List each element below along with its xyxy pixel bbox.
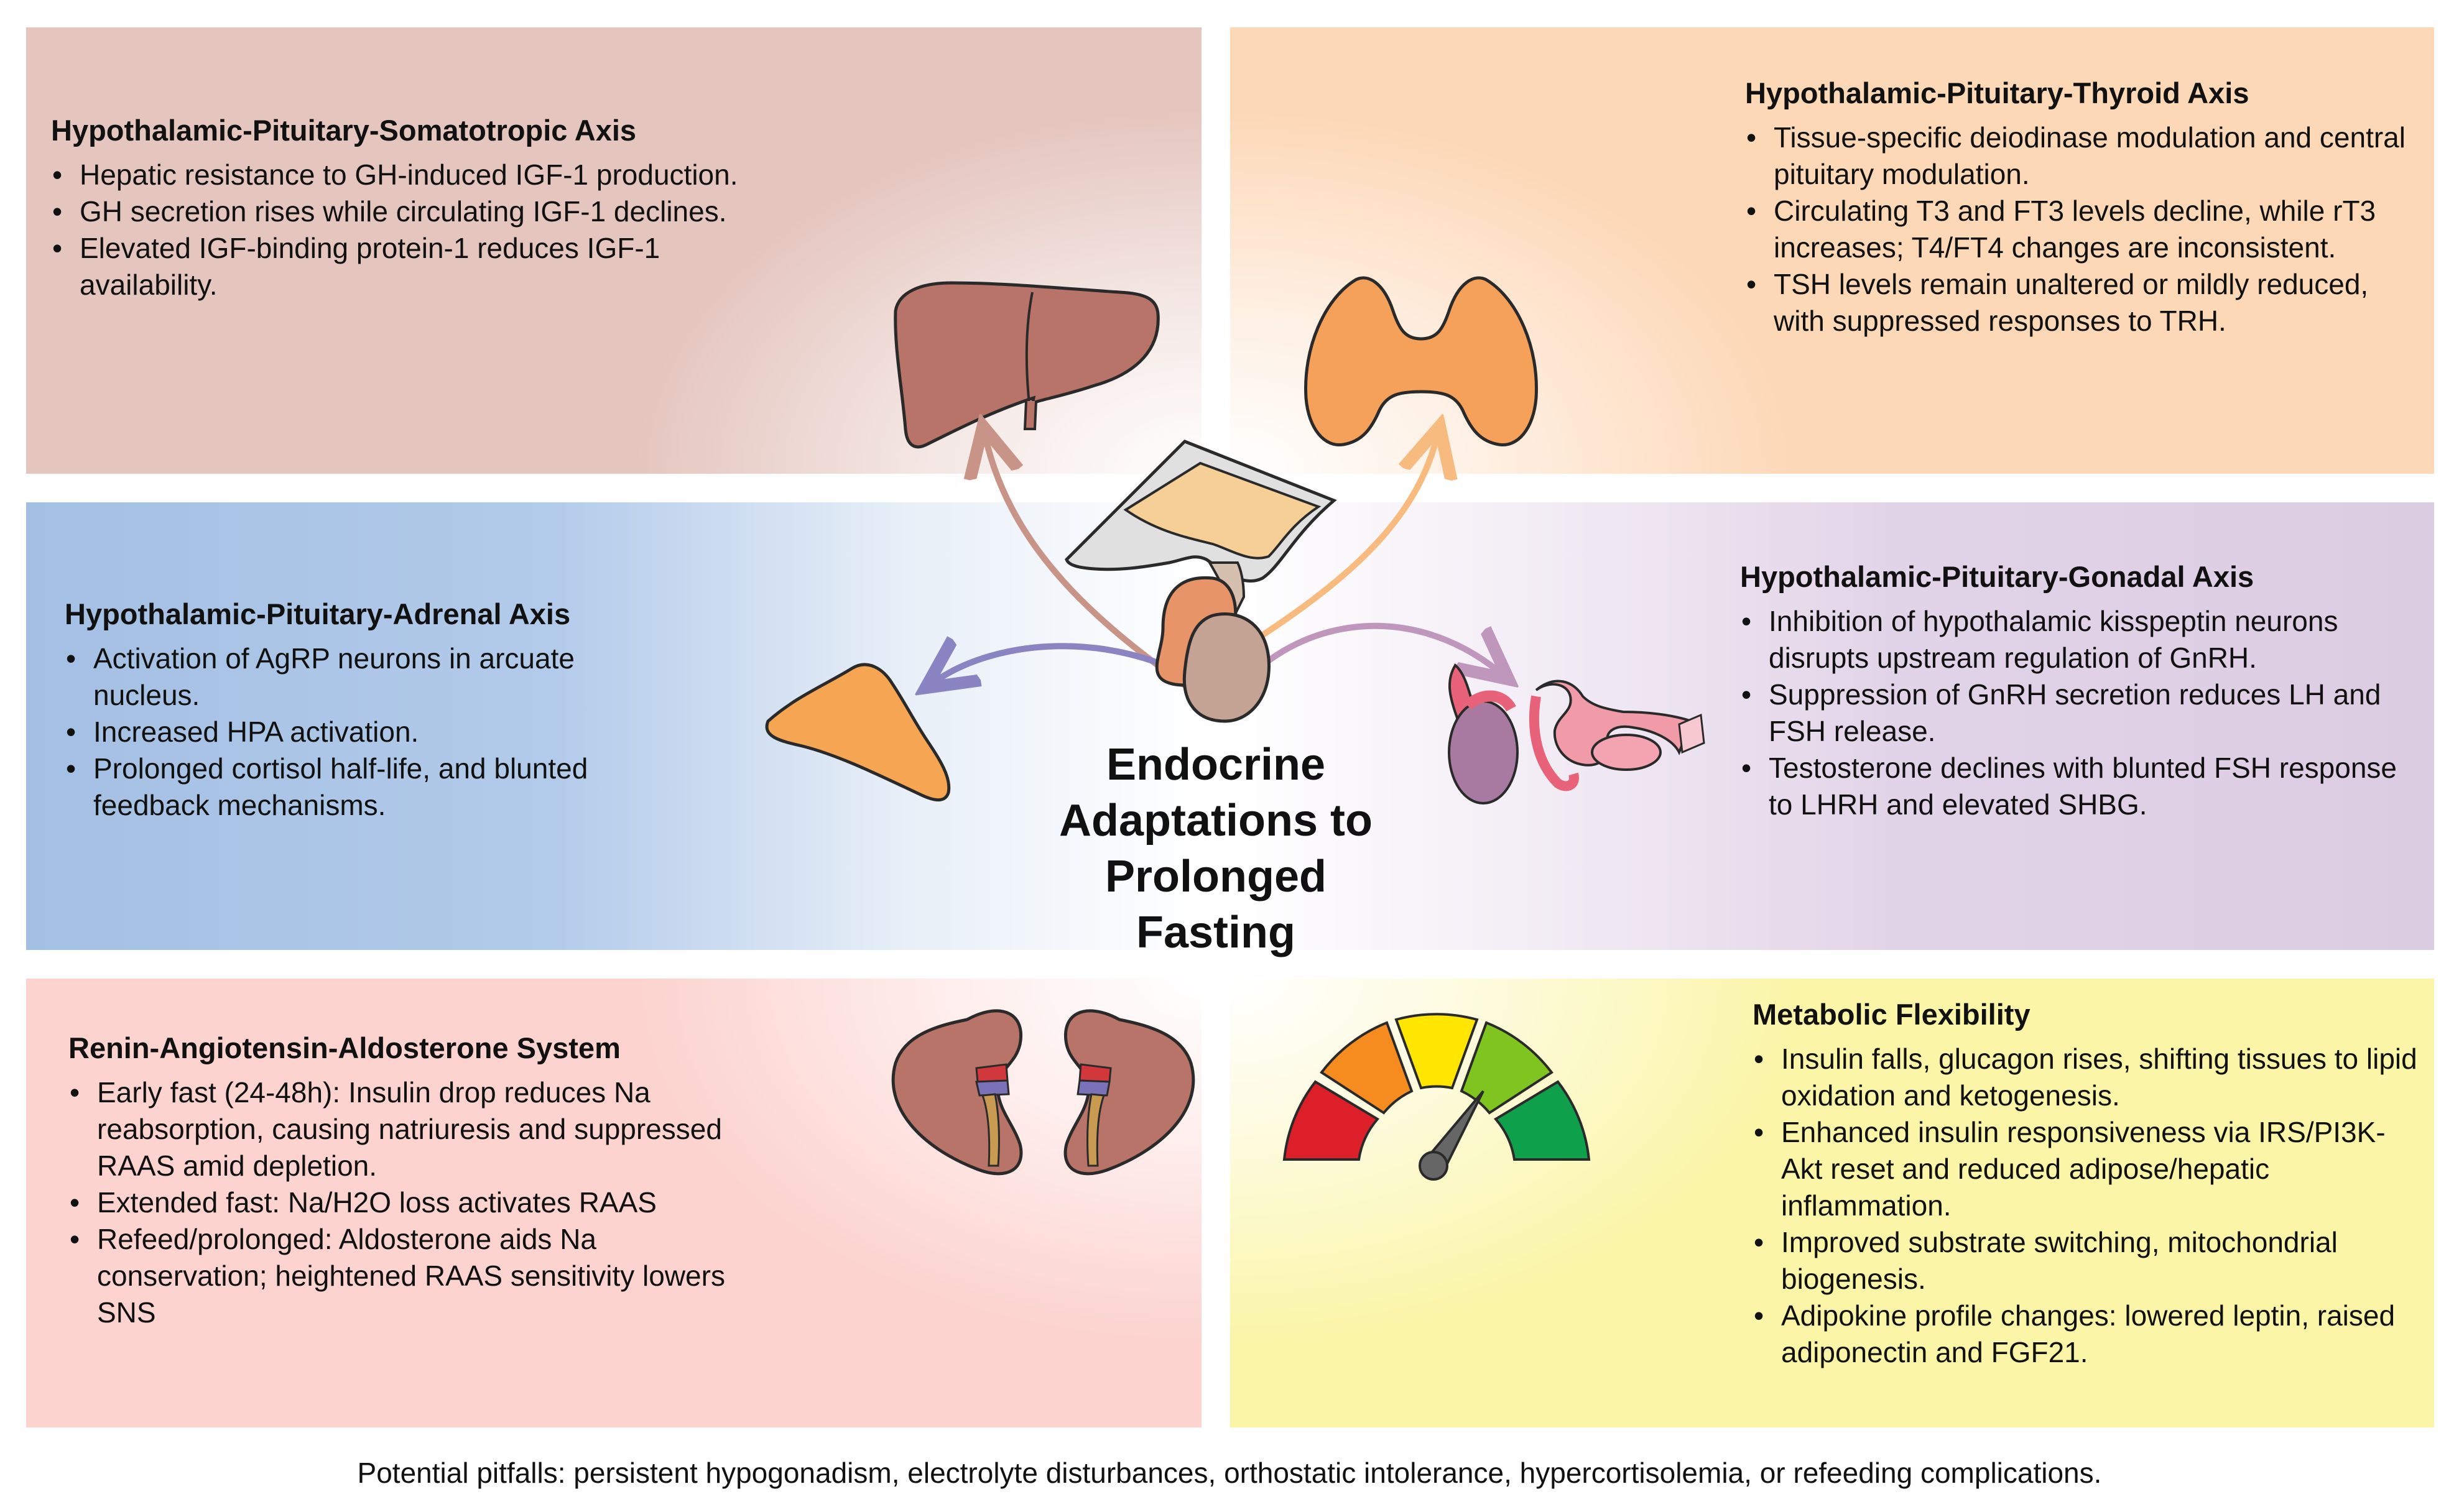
list-item: Suppression of GnRH secretion reduces LH… bbox=[1740, 676, 2418, 750]
list-item: Tissue-specific deiodinase modulation an… bbox=[1745, 119, 2417, 193]
list-item: Testosterone declines with blunted FSH r… bbox=[1740, 750, 2418, 823]
thyroid-title: Hypothalamic-Pituitary-Thyroid Axis bbox=[1745, 76, 2249, 109]
thyroid-panel: Hypothalamic-Pituitary-Thyroid Axis Tiss… bbox=[1230, 27, 2434, 474]
thyroid-icon bbox=[1304, 276, 1538, 447]
list-item: Circulating T3 and FT3 levels decline, w… bbox=[1745, 193, 2417, 266]
gauge-icon bbox=[1282, 1013, 1591, 1181]
adrenal-gland-icon bbox=[765, 663, 951, 802]
adrenal-panel: Hypothalamic-Pituitary-Adrenal Axis Acti… bbox=[26, 502, 1202, 950]
list-item: Enhanced insulin responsiveness via IRS/… bbox=[1753, 1114, 2418, 1224]
somatotropic-bullets: Hepatic resistance to GH-induced IGF-1 p… bbox=[51, 157, 754, 303]
list-item: Activation of AgRP neurons in arcuate nu… bbox=[65, 640, 687, 714]
metabolic-panel: Metabolic Flexibility Insulin falls, glu… bbox=[1230, 979, 2434, 1427]
list-item: Refeed/prolonged: Aldosterone aids Na co… bbox=[68, 1221, 728, 1331]
raas-bullets: Early fast (24-48h): Insulin drop reduce… bbox=[68, 1074, 728, 1331]
metabolic-bullets: Insulin falls, glucagon rises, shifting … bbox=[1753, 1041, 2418, 1371]
list-item: Elevated IGF-binding protein-1 reduces I… bbox=[51, 230, 754, 303]
raas-title: Renin-Angiotensin-Aldosterone System bbox=[68, 1031, 621, 1064]
somatotropic-title: Hypothalamic-Pituitary-Somatotropic Axis bbox=[51, 114, 637, 147]
gonadal-panel: Hypothalamic-Pituitary-Gonadal Axis Inhi… bbox=[1230, 502, 2434, 950]
gonadal-bullets: Inhibition of hypothalamic kisspeptin ne… bbox=[1740, 603, 2418, 823]
center-title-line: Prolonged bbox=[1105, 852, 1327, 901]
center-title-line: Endocrine bbox=[1106, 740, 1326, 790]
list-item: GH secretion rises while circulating IGF… bbox=[51, 193, 754, 230]
footer-note: Potential pitfalls: persistent hypogonad… bbox=[357, 1457, 2102, 1489]
hypothalamus-pituitary-icon bbox=[1065, 440, 1337, 723]
list-item: Early fast (24-48h): Insulin drop reduce… bbox=[68, 1074, 728, 1184]
list-item: Inhibition of hypothalamic kisspeptin ne… bbox=[1740, 603, 2418, 676]
list-item: Hepatic resistance to GH-induced IGF-1 p… bbox=[51, 157, 754, 193]
list-item: Prolonged cortisol half-life, and blunte… bbox=[65, 750, 687, 824]
metabolic-title: Metabolic Flexibility bbox=[1753, 998, 2031, 1031]
adrenal-bullets: Activation of AgRP neurons in arcuate nu… bbox=[65, 640, 687, 824]
adrenal-title: Hypothalamic-Pituitary-Adrenal Axis bbox=[65, 597, 571, 630]
list-item: Adipokine profile changes: lowered lepti… bbox=[1753, 1298, 2418, 1371]
kidneys-icon bbox=[891, 1009, 1195, 1176]
center-title-line: Fasting bbox=[1136, 908, 1295, 957]
list-item: Increased HPA activation. bbox=[65, 714, 687, 750]
gonadal-title: Hypothalamic-Pituitary-Gonadal Axis bbox=[1740, 560, 2254, 593]
list-item: Insulin falls, glucagon rises, shifting … bbox=[1753, 1041, 2418, 1114]
liver-icon bbox=[894, 281, 1160, 449]
list-item: Extended fast: Na/H2O loss activates RAA… bbox=[68, 1184, 728, 1221]
center-title: Endocrine Adaptations to Prolonged Fasti… bbox=[1007, 737, 1424, 961]
list-item: TSH levels remain unaltered or mildly re… bbox=[1745, 266, 2417, 339]
thyroid-bullets: Tissue-specific deiodinase modulation an… bbox=[1745, 119, 2417, 339]
somatotropic-panel: Hypothalamic-Pituitary-Somatotropic Axis… bbox=[26, 27, 1202, 474]
center-title-line: Adaptations to bbox=[1059, 796, 1373, 846]
reproductive-organs-icon bbox=[1448, 663, 1705, 804]
list-item: Improved substrate switching, mitochondr… bbox=[1753, 1224, 2418, 1298]
